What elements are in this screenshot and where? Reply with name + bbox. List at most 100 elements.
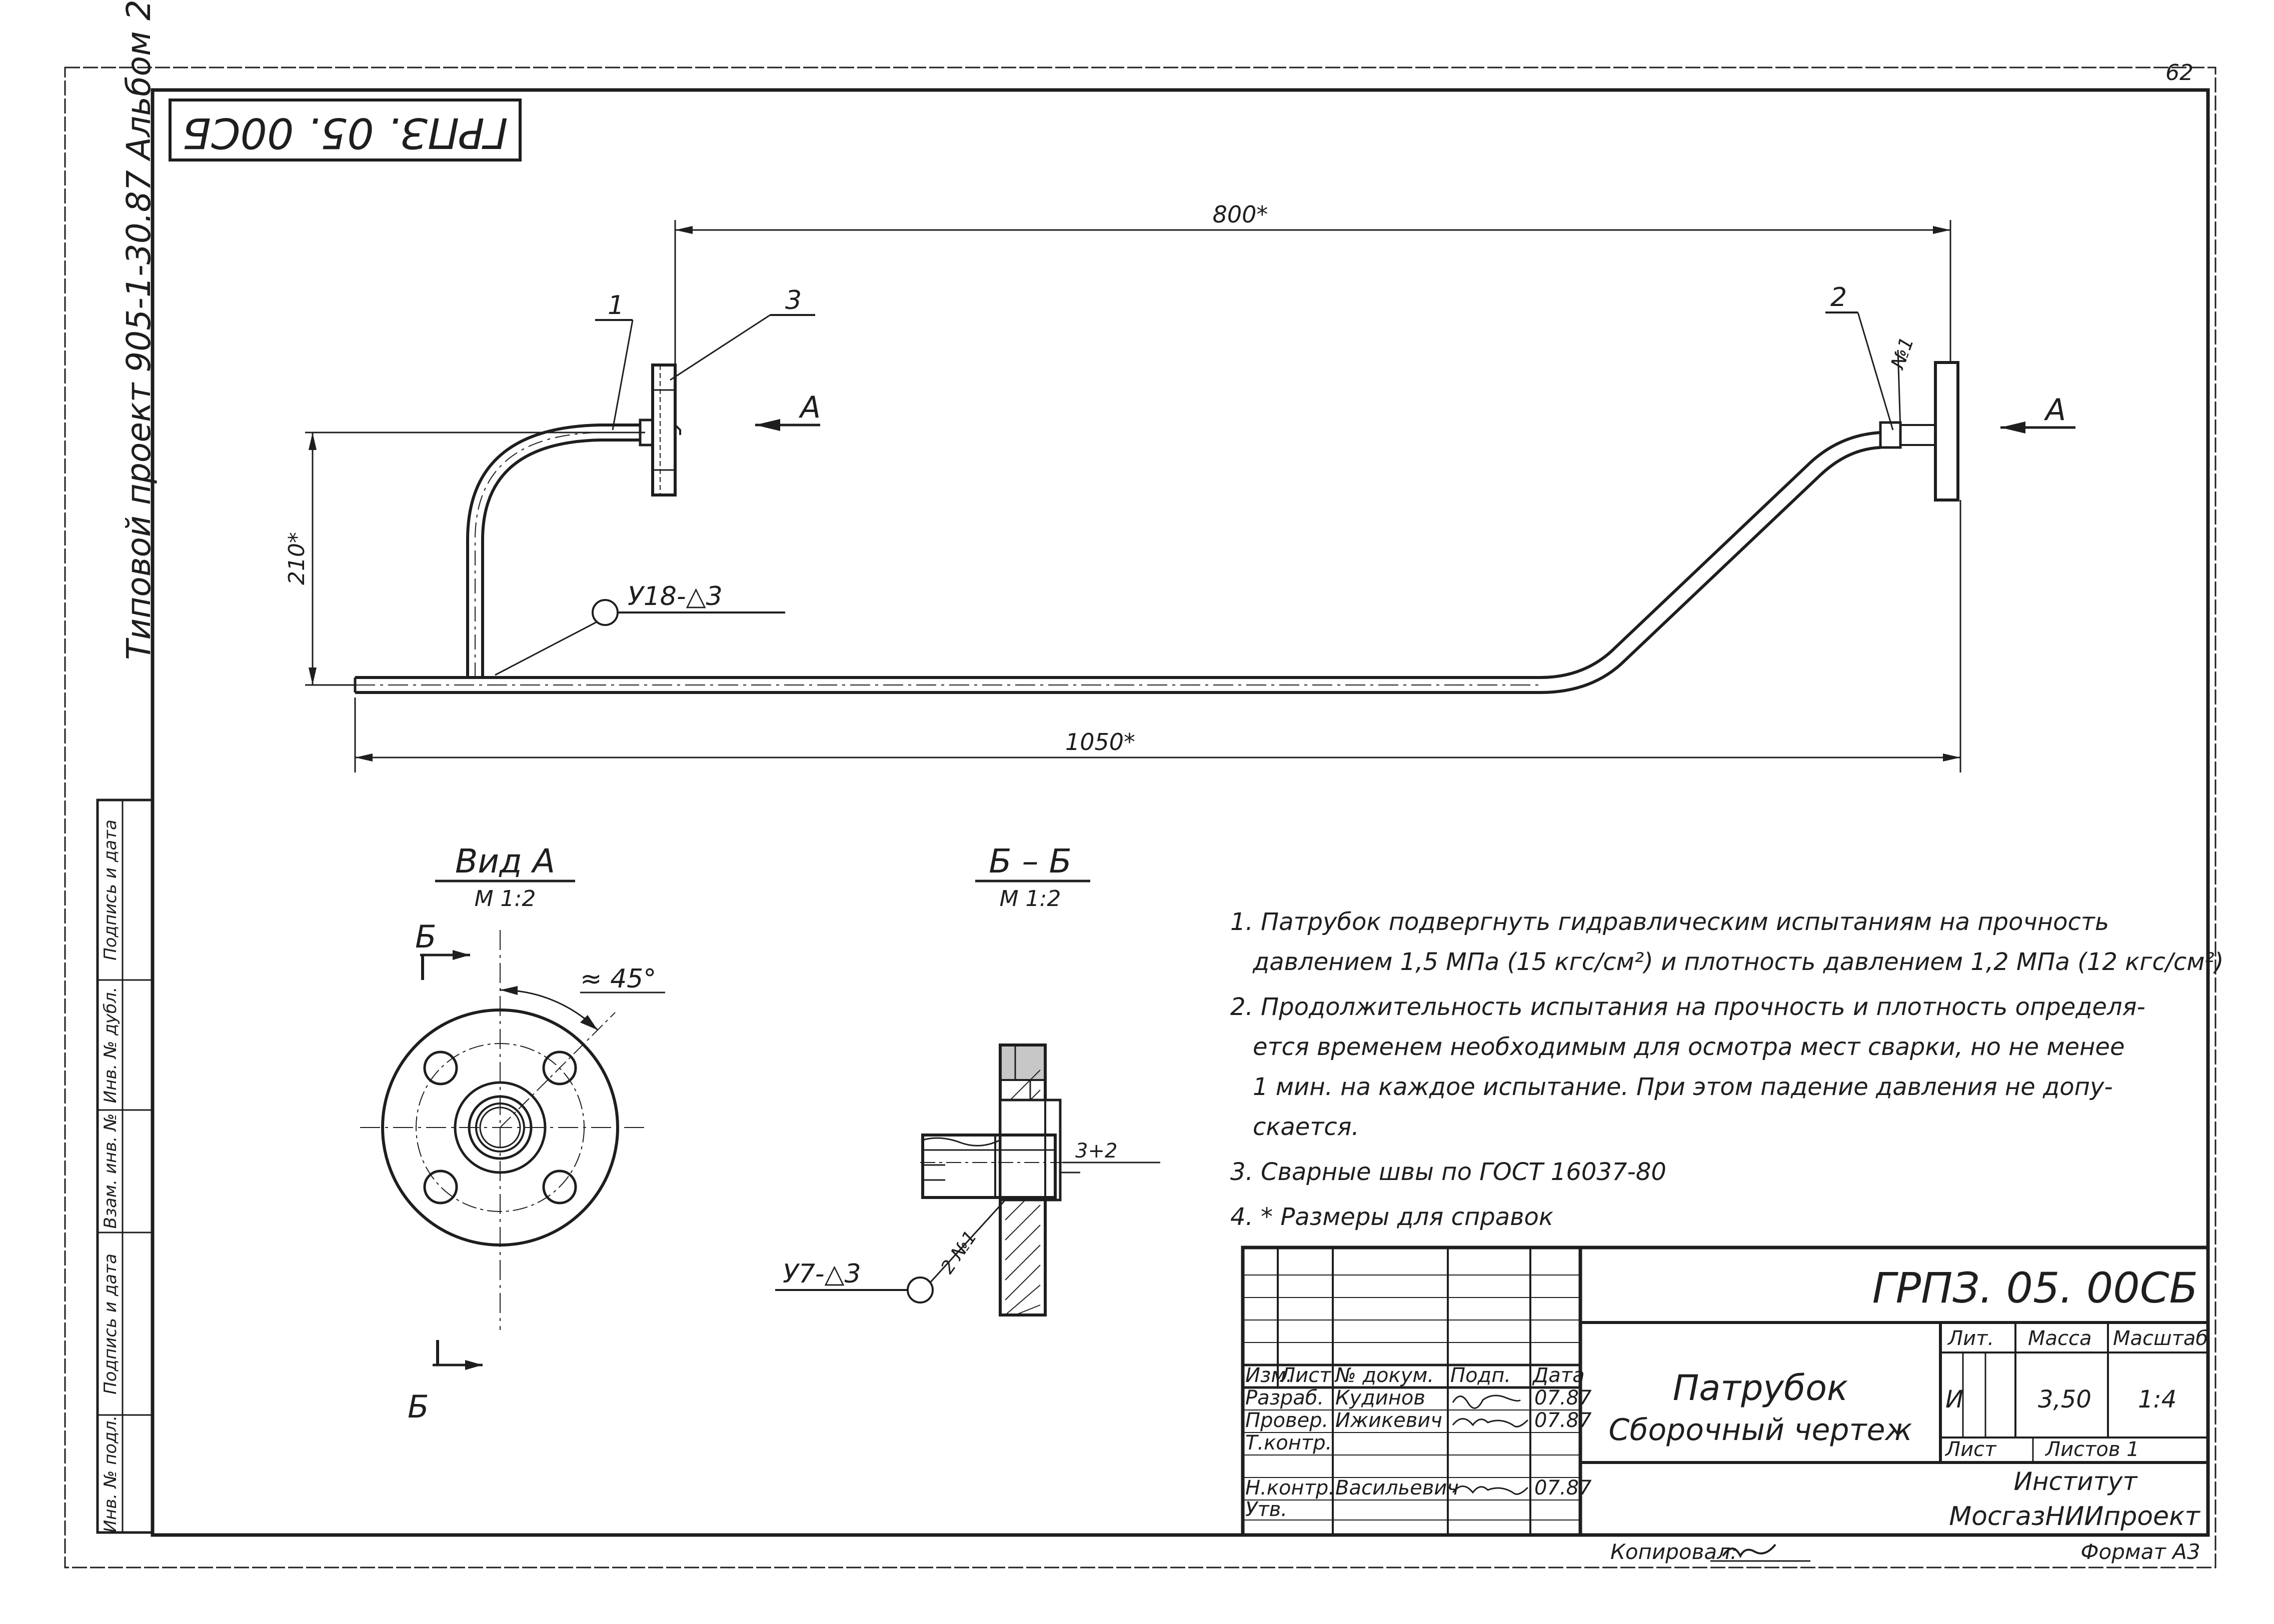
right-flange bbox=[1879, 361, 1959, 502]
title-block: ГРПЗ. 05. 00СБ Патрубок Сборочный чертеж… bbox=[1241, 1246, 2210, 1537]
sheet-label: Лист bbox=[1944, 1438, 1997, 1461]
format-label: Формат А3 bbox=[2080, 1540, 2200, 1564]
col-header-sign: Подп. bbox=[1450, 1364, 1511, 1387]
note-line-2: 2. Продолжительность испытания на прочно… bbox=[1230, 993, 2145, 1021]
bolt-hole-4 bbox=[542, 1170, 577, 1204]
bolt-hole-3 bbox=[423, 1170, 458, 1204]
pipe-right-offset bbox=[1540, 431, 1881, 694]
role-5: Утв. bbox=[1245, 1498, 1287, 1521]
outer-border bbox=[64, 66, 2216, 1568]
dimension-1050-label: 1050* bbox=[1065, 728, 1135, 756]
strip-label-3: Инв. № дубл. bbox=[101, 987, 121, 1104]
title-name-line2: Сборочный чертеж bbox=[1609, 1412, 1912, 1448]
callout-3: 3 bbox=[670, 286, 815, 381]
role-2: Т.контр. bbox=[1245, 1432, 1332, 1454]
note-line-7: 4. * Размеры для справок bbox=[1230, 1203, 1553, 1231]
weld-no-right-label: №1 bbox=[1886, 334, 1918, 372]
section-mark-top: Б bbox=[415, 918, 437, 955]
weld-symbol-section-no: 2 №1 bbox=[937, 1227, 981, 1278]
strip-label-2: Взам. инв. № bbox=[101, 1114, 121, 1229]
date-1: 07.87 bbox=[1534, 1409, 1592, 1432]
callout-3-label: 3 bbox=[785, 286, 802, 316]
callout-1: 1 bbox=[595, 290, 634, 430]
name-0: Кудинов bbox=[1335, 1386, 1425, 1410]
note-line-4: 1 мин. на каждое испытание. При этом пад… bbox=[1253, 1073, 2113, 1101]
album-label: Типовой проект 905-1-30.87 Альбом 2 bbox=[120, 0, 158, 660]
section-bb-title: Б – Б bbox=[989, 842, 1072, 880]
copied-label: Копировал: bbox=[1610, 1540, 1737, 1564]
pipe-left-riser bbox=[466, 424, 640, 678]
dimension-210-label: 210* bbox=[284, 532, 310, 585]
page-number: 62 bbox=[2165, 60, 2193, 86]
note-line-6: 3. Сварные швы по ГОСТ 16037-80 bbox=[1230, 1158, 1666, 1186]
view-a-title: Вид А bbox=[455, 842, 555, 880]
dimension-800: 800* bbox=[674, 201, 1951, 368]
date-4: 07.87 bbox=[1534, 1476, 1592, 1500]
role-1: Провер. bbox=[1245, 1409, 1328, 1432]
weld-symbol-main-label: У18-△3 bbox=[628, 582, 723, 612]
left-flange bbox=[639, 364, 681, 496]
main-view: 800* 1050* 210* 1 3 bbox=[284, 201, 2075, 772]
section-gap-label: 3+2 bbox=[1075, 1140, 1117, 1162]
bolt-hole-2 bbox=[542, 1050, 577, 1086]
section-flange bbox=[999, 1044, 1062, 1316]
view-a-scale: М 1:2 bbox=[475, 886, 536, 912]
section-mark-bottom: Б bbox=[408, 1388, 429, 1425]
institute-label: Институт bbox=[2013, 1467, 2138, 1496]
role-4: Н.контр. bbox=[1245, 1476, 1335, 1500]
col-header-date: Дата bbox=[1532, 1364, 1585, 1387]
view-arrow-right-label: A bbox=[2043, 392, 2066, 428]
signature-0 bbox=[1452, 1394, 1521, 1409]
technical-notes: 1. Патрубок подвергнуть гидравлическим и… bbox=[1230, 908, 2223, 1231]
strip-label-1: Подпись и дата bbox=[101, 1254, 121, 1394]
scale-value: 1:4 bbox=[2138, 1386, 2176, 1414]
pipe-horizontal bbox=[354, 676, 1540, 694]
lit-header: Лит. bbox=[1947, 1327, 1994, 1350]
section-bb-scale: М 1:2 bbox=[1000, 886, 1061, 912]
sheets-label: Листов 1 bbox=[2044, 1438, 2139, 1461]
view-arrow-right: A bbox=[2000, 392, 2075, 434]
mass-header: Масса bbox=[2028, 1327, 2092, 1350]
bolt-hole-1 bbox=[423, 1050, 458, 1086]
title-doc-code: ГРПЗ. 05. 00СБ bbox=[1872, 1264, 2198, 1312]
col-header-izm: Изм. bbox=[1245, 1364, 1292, 1387]
section-bb: Б – Б М 1:2 3+2 bbox=[775, 842, 1160, 1316]
view-arrow-left-label: A bbox=[798, 390, 821, 425]
section-pipe bbox=[920, 1134, 1070, 1199]
weld-symbol-section-label: У7-△3 bbox=[783, 1259, 861, 1289]
institute-name: МосгазНИИпроект bbox=[1949, 1502, 2200, 1532]
title-name-line1: Патрубок bbox=[1673, 1368, 1848, 1408]
note-line-3: ется временем необходимым для осмотра ме… bbox=[1253, 1033, 2124, 1061]
name-1: Ижикевич bbox=[1335, 1409, 1442, 1432]
strip-label-0: Инв. № подл. bbox=[101, 1416, 121, 1533]
role-0: Разраб. bbox=[1245, 1386, 1324, 1410]
date-0: 07.87 bbox=[1534, 1386, 1592, 1410]
note-line-0: 1. Патрубок подвергнуть гидравлическим и… bbox=[1230, 908, 2109, 936]
copied-signature bbox=[1722, 1544, 1776, 1558]
callout-1-label: 1 bbox=[608, 290, 624, 320]
section-gap-dimension: 3+2 bbox=[1060, 1140, 1160, 1174]
view-arrow-left: A bbox=[755, 390, 821, 431]
weld-symbol-section: У7-△3 2 №1 bbox=[775, 1199, 1006, 1304]
mass-value: 3,50 bbox=[2038, 1386, 2091, 1414]
signature-1 bbox=[1452, 1418, 1529, 1428]
dimension-1050: 1050* bbox=[354, 500, 1961, 772]
weld-symbol-main: У18-△3 bbox=[495, 582, 785, 676]
strip-label-4: Подпись и дата bbox=[101, 820, 121, 960]
rotated-doc-code-text: ГРПЗ. 05. 00СБ bbox=[182, 108, 508, 158]
signature-4 bbox=[1452, 1486, 1529, 1495]
drawing-frame bbox=[151, 88, 2210, 1537]
rotated-doc-code: ГРПЗ. 05. 00СБ bbox=[169, 98, 522, 162]
view-a: Вид А М 1:2 ≈ 45° Б Б bbox=[360, 842, 665, 1425]
col-header-list: Лист bbox=[1279, 1364, 1332, 1387]
scale-header: Масштаб bbox=[2113, 1327, 2208, 1350]
left-strip: Инв. № подл. Подпись и дата Взам. инв. №… bbox=[96, 798, 154, 1534]
note-line-1: давлением 1,5 МПа (15 кгс/см²) и плотнос… bbox=[1252, 948, 2223, 976]
view-a-angle: ≈ 45° bbox=[580, 964, 656, 994]
lit-value: И bbox=[1945, 1386, 1963, 1414]
note-line-5: скается. bbox=[1253, 1113, 1359, 1141]
name-4: Васильевич bbox=[1335, 1476, 1459, 1500]
dimension-210: 210* bbox=[284, 432, 645, 686]
weld-no-right: №1 bbox=[1886, 334, 1918, 430]
